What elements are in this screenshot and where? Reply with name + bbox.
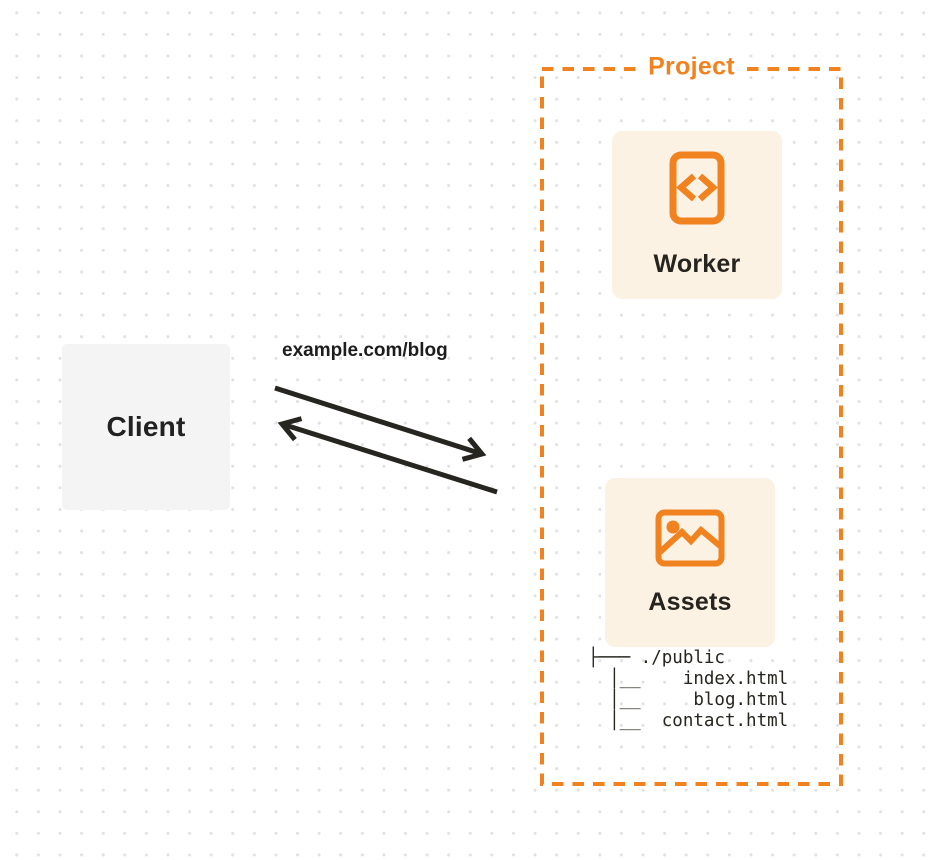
assets-card: Assets — [605, 478, 775, 647]
response-arrow — [277, 416, 498, 495]
worker-label: Worker — [653, 250, 741, 278]
assets-label: Assets — [648, 587, 732, 616]
image-icon — [655, 509, 725, 572]
client-box: Client — [62, 344, 230, 510]
worker-card: Worker — [612, 131, 782, 299]
assets-file-tree: ├─── ./public │__ index.html │__ blog.ht… — [588, 648, 789, 731]
client-label: Client — [106, 411, 186, 442]
request-arrow — [274, 385, 487, 462]
project-boundary: Project Worker Assets — [540, 52, 843, 786]
request-url-label: example.com/blog — [282, 340, 448, 361]
project-label: Project — [638, 52, 745, 82]
code-document-icon — [669, 151, 725, 230]
